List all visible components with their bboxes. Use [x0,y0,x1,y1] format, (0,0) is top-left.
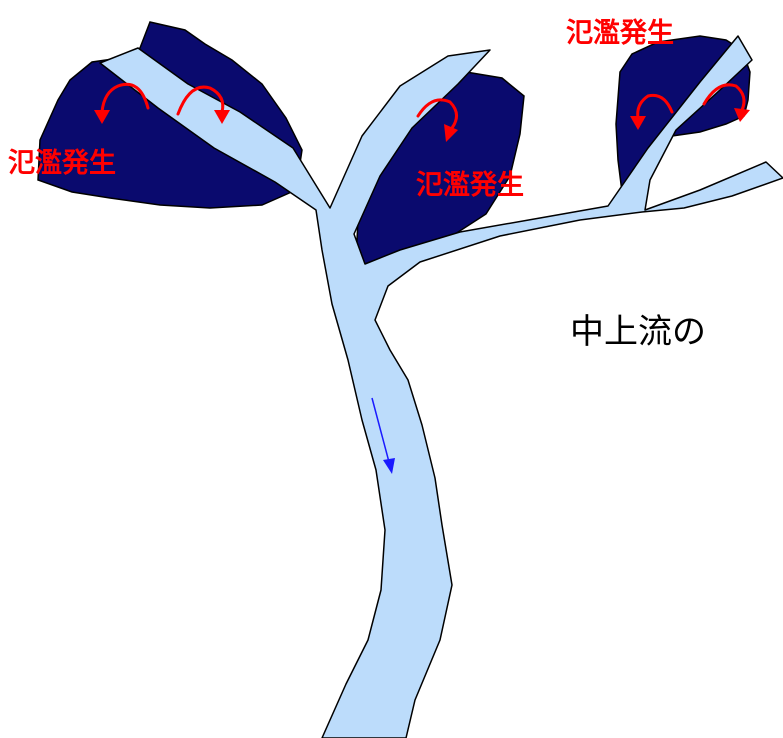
overflow-arrow-icon [416,98,458,142]
overflow-arrow-icon [630,93,674,130]
flood-label-right: 氾濫発生 [566,18,674,49]
overflow-arrow-icon [702,83,750,122]
flow-direction-arrow-icon [371,397,395,474]
flood-label-left: 氾濫発生 [8,148,116,179]
overflow-arrow-icon [94,82,150,124]
overflow-arrow-icon [176,85,230,124]
flood-label-middle: 氾濫発生 [416,170,524,201]
caption-text: 中上流の [570,312,706,352]
river-network [99,35,783,738]
